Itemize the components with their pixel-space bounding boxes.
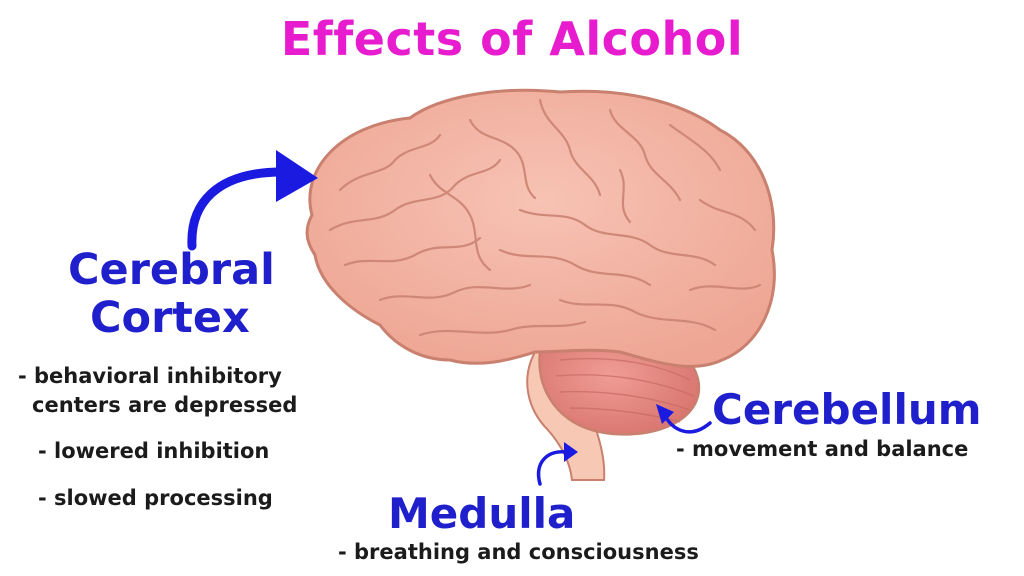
medulla-curved-arrow-icon [536, 450, 568, 486]
cerebellum-effect: - movement and balance [676, 437, 969, 461]
cerebral-cortex-label-line1: Cerebral [68, 245, 275, 295]
gyri-lines [328, 98, 762, 337]
cortex-curved-arrow-icon [187, 167, 287, 251]
cerebellum-label: Cerebellum [712, 385, 982, 434]
cerebellum-arrowhead-icon [656, 404, 674, 424]
medulla-arrowhead-icon [564, 442, 578, 462]
cerebral-cortex-label: Cerebral Cortex [68, 246, 275, 342]
cortex-effect-2: centers are depressed [32, 393, 298, 417]
cerebral-cortex-label-line2: Cortex [90, 293, 250, 344]
cortex-effect-3: - lowered inhibition [38, 439, 270, 463]
medulla-label: Medulla [388, 489, 576, 538]
cortex-effect-1: - behavioral inhibitory [18, 364, 282, 388]
medulla-effect: - breathing and consciousness [338, 540, 699, 564]
cortex-arrowhead-icon [276, 150, 318, 202]
page-title: Effects of Alcohol [280, 12, 744, 66]
cortex-effect-4: - slowed processing [38, 486, 273, 510]
